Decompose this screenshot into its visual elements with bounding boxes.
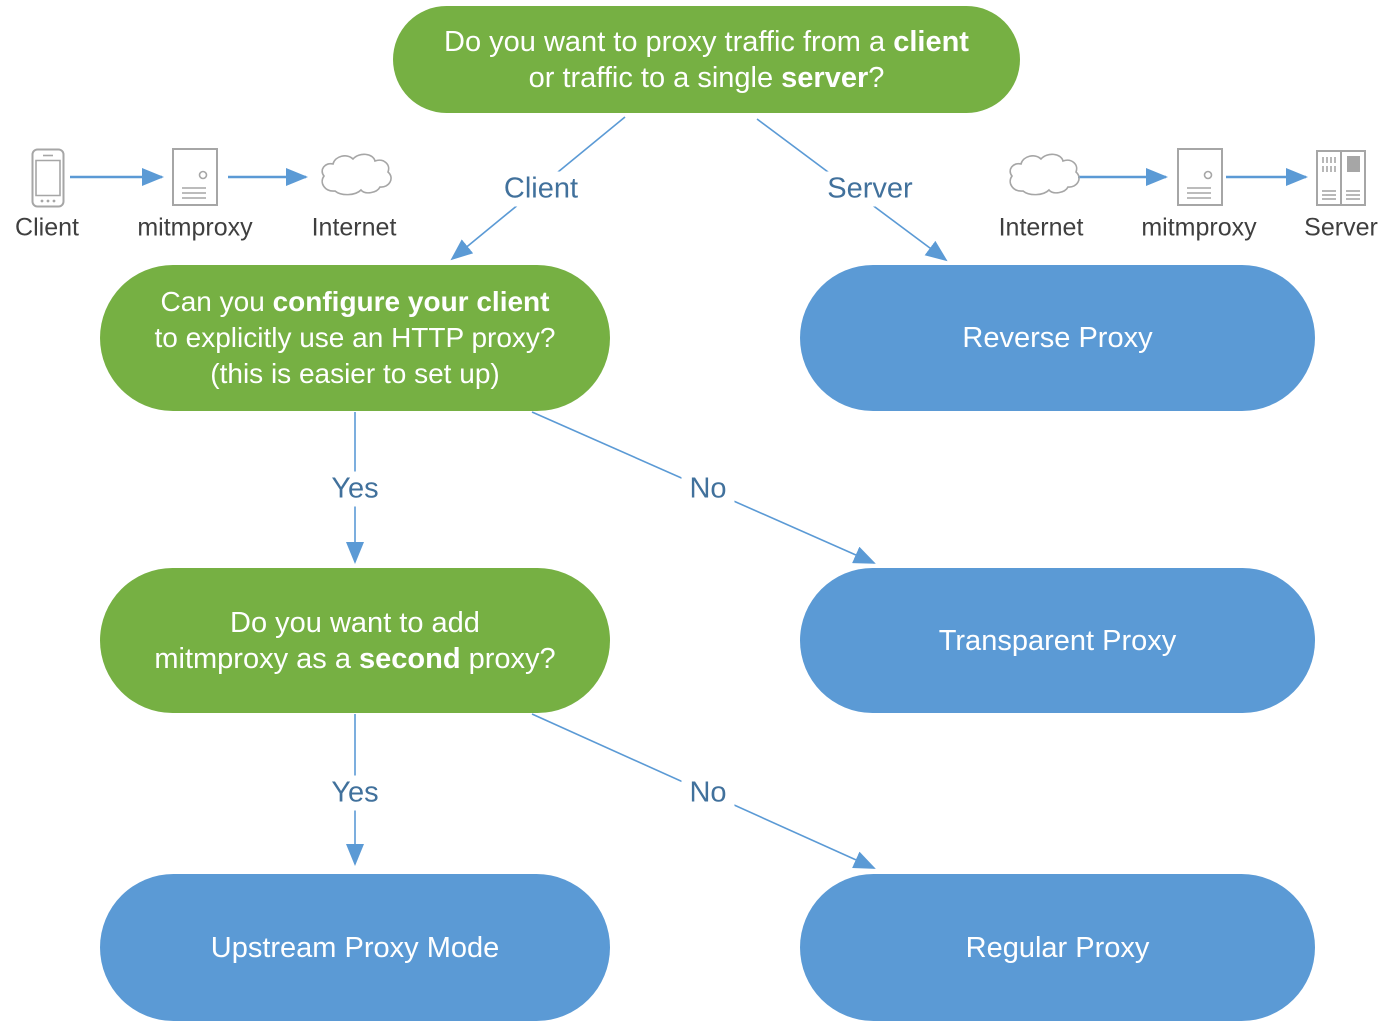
- result-transparent-proxy-label: Transparent Proxy: [938, 624, 1177, 657]
- result-transparent-proxy: Transparent Proxy: [800, 568, 1315, 713]
- icon-label-mitmproxy-right: mitmproxy: [1141, 213, 1257, 242]
- phone-icon: [31, 148, 65, 208]
- result-reverse-proxy-label: Reverse Proxy: [962, 322, 1153, 354]
- question-second-line1: Do you want to add: [230, 606, 480, 639]
- question-root: Do you want to proxy traffic from a clie…: [393, 6, 1020, 113]
- server-tower-icon: [172, 148, 218, 206]
- result-upstream-proxy-mode: Upstream Proxy Mode: [100, 874, 610, 1021]
- question-configure-line3: (this is easier to set up): [210, 358, 500, 389]
- result-reverse-proxy: Reverse Proxy: [800, 265, 1315, 411]
- edge-label-client: Client: [495, 171, 587, 207]
- icon-label-client: Client: [15, 213, 79, 242]
- edge-label-no-2: No: [681, 775, 735, 811]
- result-regular-proxy: Regular Proxy: [800, 874, 1315, 1021]
- server-rack-icon: [1316, 150, 1366, 206]
- question-configure-line2: to explicitly use an HTTP proxy?: [154, 322, 556, 353]
- question-configure-client: Can you configure your client to explici…: [100, 265, 610, 411]
- icon-label-mitmproxy-left: mitmproxy: [137, 213, 253, 242]
- result-regular-proxy-label: Regular Proxy: [965, 931, 1150, 964]
- edge-label-yes-2: Yes: [323, 775, 387, 811]
- server-tower-icon: [1177, 148, 1223, 206]
- icon-label-internet-right: Internet: [998, 213, 1084, 242]
- question-second-line2: mitmproxy as a second proxy?: [154, 642, 556, 675]
- cloud-icon: [1005, 150, 1081, 202]
- result-upstream-proxy-label: Upstream Proxy Mode: [210, 931, 500, 964]
- icon-label-internet-left: Internet: [311, 213, 397, 242]
- cloud-icon: [317, 150, 393, 202]
- question-root-line1: Do you want to proxy traffic from a clie…: [444, 25, 969, 58]
- question-configure-line1: Can you configure your client: [160, 286, 550, 317]
- edge-label-yes-1: Yes: [323, 471, 387, 507]
- edge-label-no-1: No: [681, 471, 735, 507]
- edge-label-server: Server: [819, 171, 921, 207]
- question-second-proxy: Do you want to add mitmproxy as a second…: [100, 568, 610, 713]
- question-root-line2: or traffic to a single server?: [528, 61, 885, 94]
- icon-label-server-right: Server: [1304, 213, 1378, 242]
